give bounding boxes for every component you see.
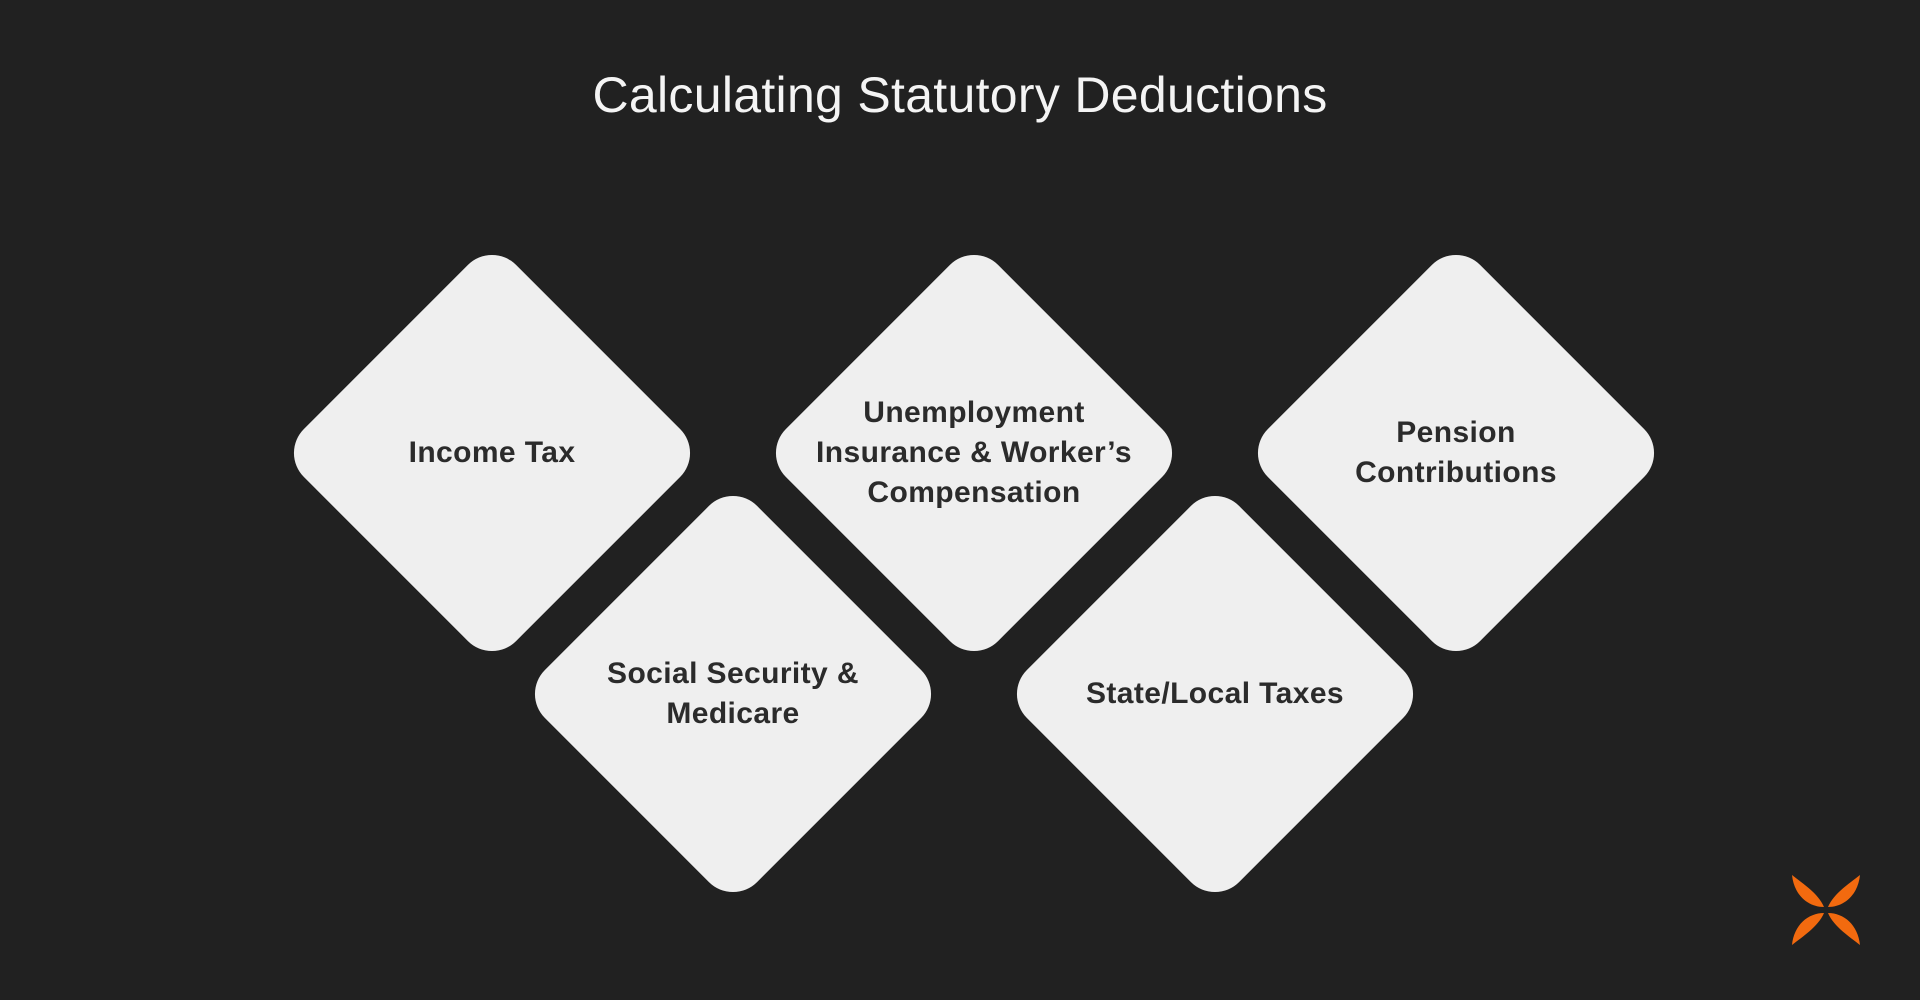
diamond-label: Unemployment Insurance & Worker’s Compen…	[816, 396, 1132, 509]
diamond-label: Income Tax	[408, 436, 576, 469]
page-title: Calculating Statutory Deductions	[592, 67, 1328, 123]
diamond-state-local-taxes: State/Local Taxes	[1002, 481, 1428, 907]
diamond-unemployment-insurance: Unemployment Insurance & Worker’s Compen…	[761, 240, 1187, 666]
diamond-label: State/Local Taxes	[1085, 677, 1345, 710]
diamond-label: Pension Contributions	[1355, 416, 1557, 489]
diamond-income-tax: Income Tax	[279, 240, 705, 666]
diamond-label: Social Security & Medicare	[607, 657, 859, 730]
butterfly-logo-icon	[1792, 875, 1860, 945]
diamond-pension-contributions: Pension Contributions	[1243, 240, 1669, 666]
diamond-social-security-medicare: Social Security & Medicare	[520, 481, 946, 907]
